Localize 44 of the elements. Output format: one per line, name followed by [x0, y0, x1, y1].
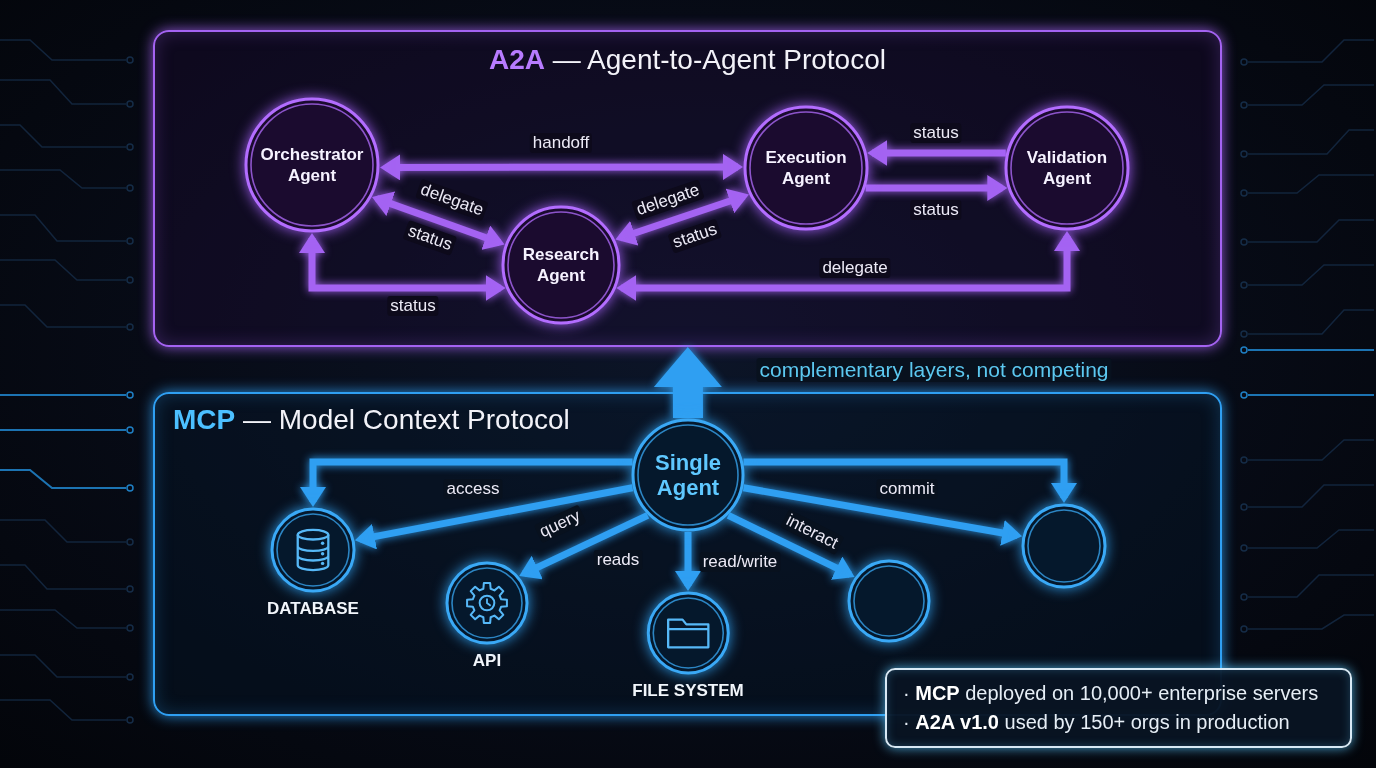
edge-label: delegate: [819, 258, 891, 278]
edge-label: access: [443, 479, 503, 499]
node-label: FILE SYSTEM: [632, 681, 744, 701]
note-text: · MCP deployed on 10,000+ enterprise servers: [903, 681, 1319, 706]
node-circle: [847, 559, 931, 643]
arrow: [867, 140, 1006, 166]
text-label: status: [402, 220, 458, 256]
node-label: API: [472, 651, 502, 671]
arrow: [743, 458, 1077, 503]
edge-label: complementary layers, not competing: [756, 358, 1112, 382]
arrow: [372, 191, 505, 250]
arrow: [300, 458, 633, 507]
edge-label: handoff: [529, 133, 593, 153]
arrow: [380, 153, 743, 181]
agent-node: Execution Agent: [743, 105, 869, 231]
arrow: [519, 512, 650, 580]
note-text: · A2A v1.0 used by 150+ orgs in production: [903, 710, 1290, 735]
edge-label: status: [387, 296, 439, 316]
panel-title: MCP — Model Context Protocol: [173, 404, 570, 436]
wide-arrow: [653, 347, 722, 418]
agent-node: Single Agent: [631, 418, 745, 532]
arrow: [354, 484, 634, 550]
text-label: reads: [593, 550, 643, 570]
note-panel: [885, 668, 1352, 748]
arrow: [299, 233, 506, 301]
node-circle: [1021, 503, 1107, 589]
edge-label: status: [910, 123, 962, 143]
arrow: [865, 175, 1008, 201]
edge-label: status: [910, 200, 962, 220]
agent-node: Validation Agent: [1004, 105, 1130, 231]
edge-label: read/write: [699, 552, 781, 572]
panel-title: A2A — Agent-to-Agent Protocol: [489, 44, 886, 76]
arrow: [742, 484, 1023, 546]
edge-label: query: [533, 504, 587, 544]
arrow: [726, 512, 855, 580]
arrow: [615, 188, 749, 246]
arrow: [616, 231, 1080, 301]
text-label: status: [667, 218, 723, 254]
node-label: DATABASE: [267, 599, 359, 619]
protocol-panel: [153, 30, 1222, 347]
agent-node: Orchestrator Agent: [244, 97, 380, 233]
edge-label: commit: [876, 479, 938, 499]
agent-node: Research Agent: [501, 205, 621, 325]
arrow: [675, 532, 701, 591]
